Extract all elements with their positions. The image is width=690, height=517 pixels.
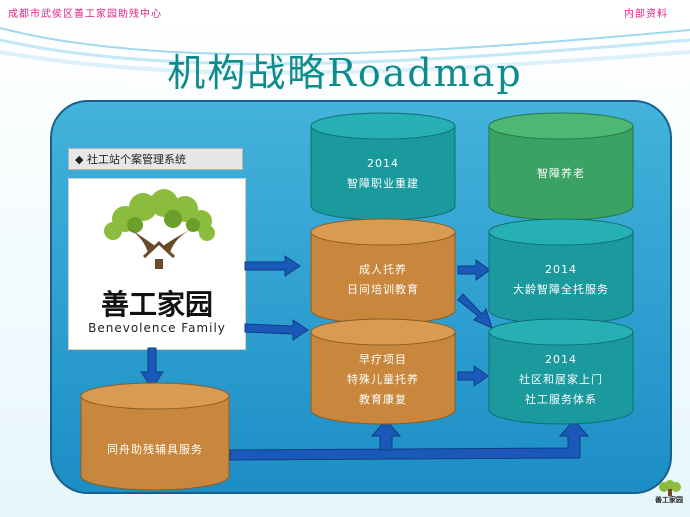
footer-tree-icon	[659, 480, 681, 496]
community-line2: 社工服务体系	[525, 393, 597, 406]
tree-house-icon	[104, 189, 215, 269]
footer-logo-text: 善工家园	[655, 496, 683, 504]
community-line1: 社区和居家上门	[519, 373, 603, 386]
elderly-text: 智障养老	[537, 167, 585, 180]
early-line2: 特殊儿童托养	[347, 373, 419, 386]
node-vocational-rehab: 2014 智障职业重建	[310, 112, 456, 222]
community-year: 2014	[545, 353, 577, 366]
node-adult-care: 成人托养 日间培训教育	[310, 218, 456, 326]
page-title: 机构战略Roadmap	[167, 51, 523, 95]
peer-aids-text: 同舟助残辅具服务	[107, 443, 203, 456]
decorative-waves	[0, 27, 690, 75]
early-line3: 教育康复	[359, 393, 407, 406]
adult-care-line1: 成人托养	[359, 263, 407, 276]
node-aging-full-care: 2014 大龄智障全托服务	[488, 218, 634, 326]
header-internal-label: 内部资料	[624, 9, 668, 20]
case-management-label: ◆ 社工站个案管理系统	[68, 148, 243, 170]
adult-care-line2: 日间培训教育	[347, 283, 419, 296]
vocational-year: 2014	[367, 157, 399, 170]
node-elderly-care: 智障养老	[488, 112, 634, 222]
logo-chinese-text: 善工家园	[100, 288, 213, 321]
node-community-service: 2014 社区和居家上门 社工服务体系	[488, 318, 634, 426]
node-early-intervention: 早疗项目 特殊儿童托养 教育康复	[310, 318, 456, 426]
logo-box: 善工家园 Benevolence Family	[68, 178, 246, 350]
aging-year: 2014	[545, 263, 577, 276]
aging-text: 大龄智障全托服务	[513, 283, 609, 296]
vocational-text: 智障职业重建	[347, 177, 419, 190]
node-peer-aids-service: 同舟助残辅具服务	[80, 382, 230, 492]
logo-english-text: Benevolence Family	[88, 321, 226, 335]
early-line1: 早疗项目	[359, 353, 407, 366]
header-org-name: 成都市武侯区善工家园助残中心	[8, 9, 162, 20]
